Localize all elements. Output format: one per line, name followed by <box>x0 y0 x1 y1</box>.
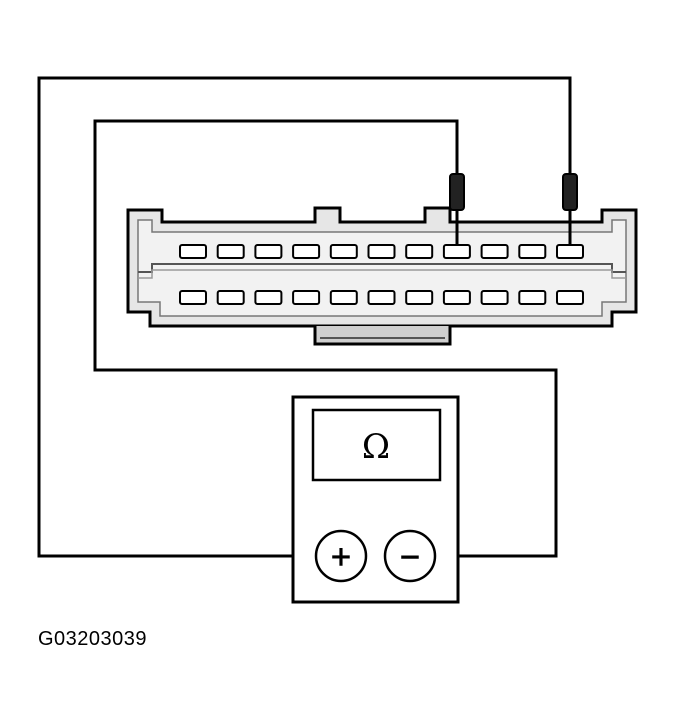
negative-terminal <box>383 529 437 583</box>
probe-1 <box>449 173 465 246</box>
pin-cavity <box>216 290 245 305</box>
pin-cavity <box>329 244 358 259</box>
pin-row-bottom <box>179 290 584 305</box>
pin-cavity <box>254 244 283 259</box>
wire-probe-2-to-positive <box>37 76 572 558</box>
pin-cavity <box>480 290 509 305</box>
pin-cavity <box>518 244 547 259</box>
positive-terminal <box>314 529 368 583</box>
figure-reference-code: G03203039 <box>38 628 148 650</box>
pin-cavity <box>480 244 509 259</box>
meter-display <box>311 408 442 482</box>
wires <box>37 76 572 558</box>
pin-cavity <box>367 290 396 305</box>
pin-cavity <box>292 290 321 305</box>
wire-probe-1-to-negative <box>93 119 558 558</box>
positive-symbol: + <box>329 540 352 573</box>
pin-cavity <box>329 290 358 305</box>
connector <box>126 206 638 346</box>
pin-cavity <box>254 290 283 305</box>
ohm-symbol: Ω <box>362 427 390 467</box>
pin-cavity <box>179 290 207 305</box>
pin-cavity <box>292 244 321 259</box>
ohmmeter: Ω + − <box>291 395 460 604</box>
pin-cavity <box>556 290 584 305</box>
pin-row-top <box>179 244 584 259</box>
pin-cavity <box>179 244 207 259</box>
pin-cavity <box>405 244 434 259</box>
probe-2 <box>562 173 578 246</box>
pin-cavity <box>367 244 396 259</box>
pin-cavity <box>442 244 471 259</box>
pin-cavity <box>442 290 471 305</box>
pin-cavity <box>518 290 547 305</box>
pin-cavity <box>556 244 584 259</box>
connector-latch <box>313 326 452 346</box>
pin-cavity <box>405 290 434 305</box>
connector-rib <box>138 263 626 273</box>
negative-symbol: − <box>398 540 421 573</box>
pin-cavity <box>216 244 245 259</box>
